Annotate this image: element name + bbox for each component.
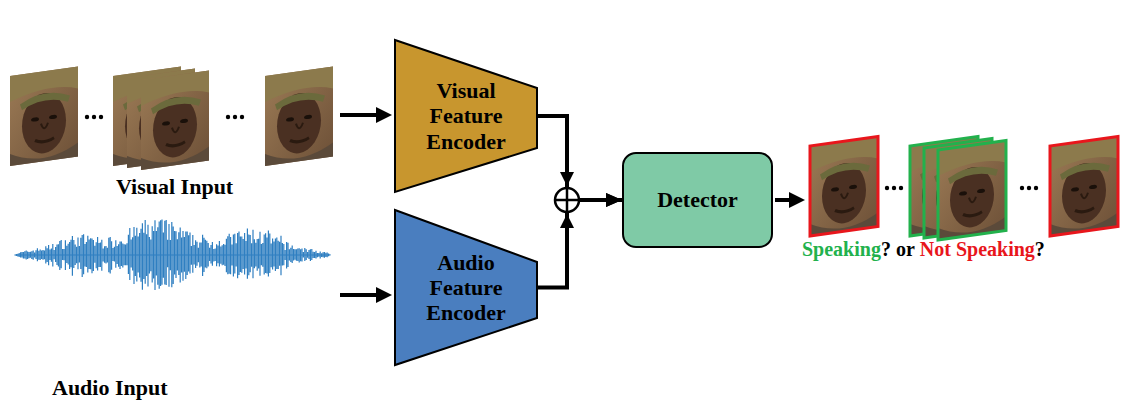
detector-box: Detector [622, 152, 773, 248]
node-label: Audio Feature Encoder [416, 250, 516, 326]
encoder-trapezoid: Audio Feature Encoder [395, 210, 537, 365]
encoder-trapezoid: Visual Feature Encoder [395, 40, 537, 192]
text-label: Audio Input [52, 376, 168, 400]
fusion-plus [555, 172, 579, 228]
audio-waveform [15, 220, 330, 291]
output-arrow [775, 192, 805, 208]
node-label: Detector [657, 187, 738, 212]
output-frames [810, 136, 1118, 240]
text-label: Not Speaking [920, 238, 1035, 260]
input-arrow [340, 107, 392, 303]
trapezoid-shape [395, 40, 537, 192]
trapezoid-shape [395, 210, 537, 365]
text-label: Speaking [802, 238, 881, 260]
text-label: ? or [881, 238, 915, 260]
text-label: ? [1035, 238, 1045, 260]
output-caption: Speaking? orNot Speaking? [802, 238, 1045, 260]
connector-arrow [537, 116, 622, 200]
input-frames [10, 66, 333, 170]
text-label: Visual Input [116, 175, 233, 199]
node-label: Visual Feature Encoder [416, 78, 516, 154]
connector-arrow [537, 200, 622, 288]
